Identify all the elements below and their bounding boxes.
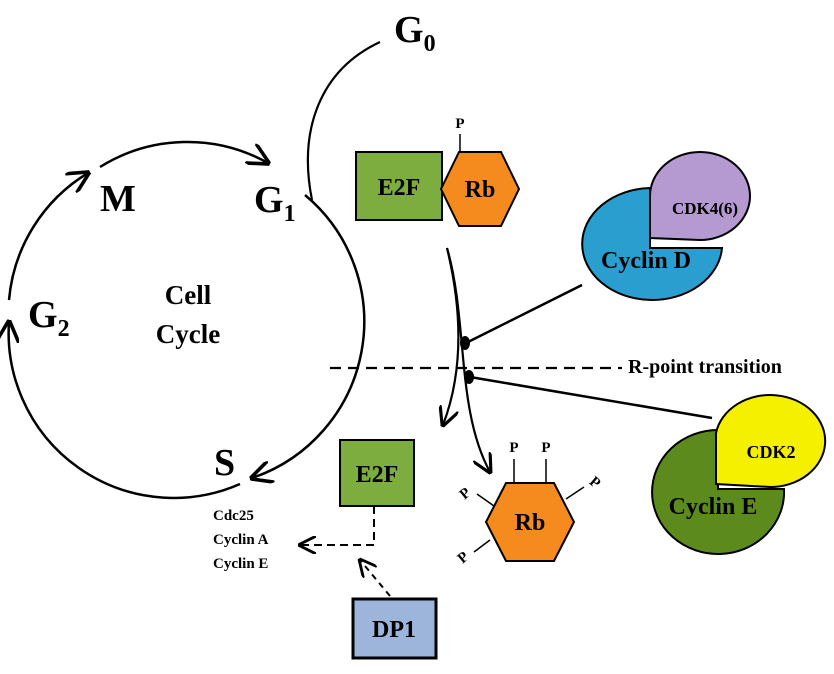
cyclin-e-action-line [469, 375, 713, 420]
e2f-to-targets-arrow [300, 506, 375, 545]
dp1-label: DP1 [372, 617, 416, 643]
e2f-label: E2F [378, 175, 421, 201]
dp1-box [351, 597, 438, 660]
arc-g1-to-s [252, 194, 366, 478]
phospho-group: P [586, 474, 603, 492]
phospho-group: P [541, 440, 550, 456]
cyclin-d-action-line [465, 283, 583, 345]
rb-phospho-label: P [455, 116, 464, 132]
phase-g0-label: G0 [394, 9, 436, 57]
center-label-line2: Cycle [156, 319, 220, 349]
cdk46-label: CDK4(6) [672, 199, 738, 218]
rb-hexagon [439, 151, 521, 227]
cdk2-label: CDK2 [747, 442, 796, 462]
phospho-group: P [509, 440, 518, 456]
r-point-label: R-point transition [628, 356, 782, 378]
phospho-group: P [455, 549, 472, 567]
rb-phosphorylated: Rb P P P P P [455, 440, 603, 567]
cdk2-shape [715, 394, 827, 489]
phase-g1-label: G1 [254, 179, 296, 227]
arc-g2-to-m [7, 173, 88, 301]
target-gene: Cdc25 [213, 508, 254, 524]
g0-exit-curve [306, 41, 381, 201]
e2f-rb-complex: E2F Rb P [355, 116, 521, 227]
rb-label: Rb [465, 177, 496, 203]
phospho-group: P [457, 485, 474, 503]
cyclin-e-label: Cyclin E [669, 494, 758, 520]
cell-cycle-circle [7, 140, 366, 500]
rb-phospho-hexagon [484, 482, 576, 562]
arrow-to-rb-phospho [445, 247, 490, 472]
e2f-free: E2F [339, 439, 415, 507]
cyclin-d-cdk46-complex: Cyclin D CDK4(6) [581, 151, 751, 301]
phase-s-label: S [214, 442, 235, 484]
target-gene: Cyclin A [213, 532, 269, 548]
arrow-to-e2f-release [443, 247, 460, 425]
target-gene: Cyclin E [213, 556, 268, 572]
dp1-to-e2f-arrow [360, 560, 391, 597]
e2f-free-box [339, 439, 415, 507]
cyclin-e-cdk2-complex: Cyclin E CDK2 [651, 394, 827, 555]
phase-g2-label: G2 [28, 294, 70, 342]
cyclin-e-action-dot [464, 370, 474, 384]
e2f-box [355, 151, 443, 221]
cdk46-shape [649, 151, 751, 242]
cyclin-d-shape [581, 186, 724, 301]
cyclin-d-action-dot [460, 336, 470, 350]
arc-s-to-g2 [9, 322, 241, 500]
cyclin-d-label: Cyclin D [601, 248, 691, 274]
rb-phospho-hex-label: Rb [515, 510, 546, 536]
cyclin-e-shape [651, 428, 786, 555]
phase-m-label: M [100, 178, 136, 220]
e2f-free-label: E2F [356, 462, 399, 488]
center-label-line1: Cell [165, 280, 212, 310]
arc-m-to-g1 [99, 140, 268, 169]
